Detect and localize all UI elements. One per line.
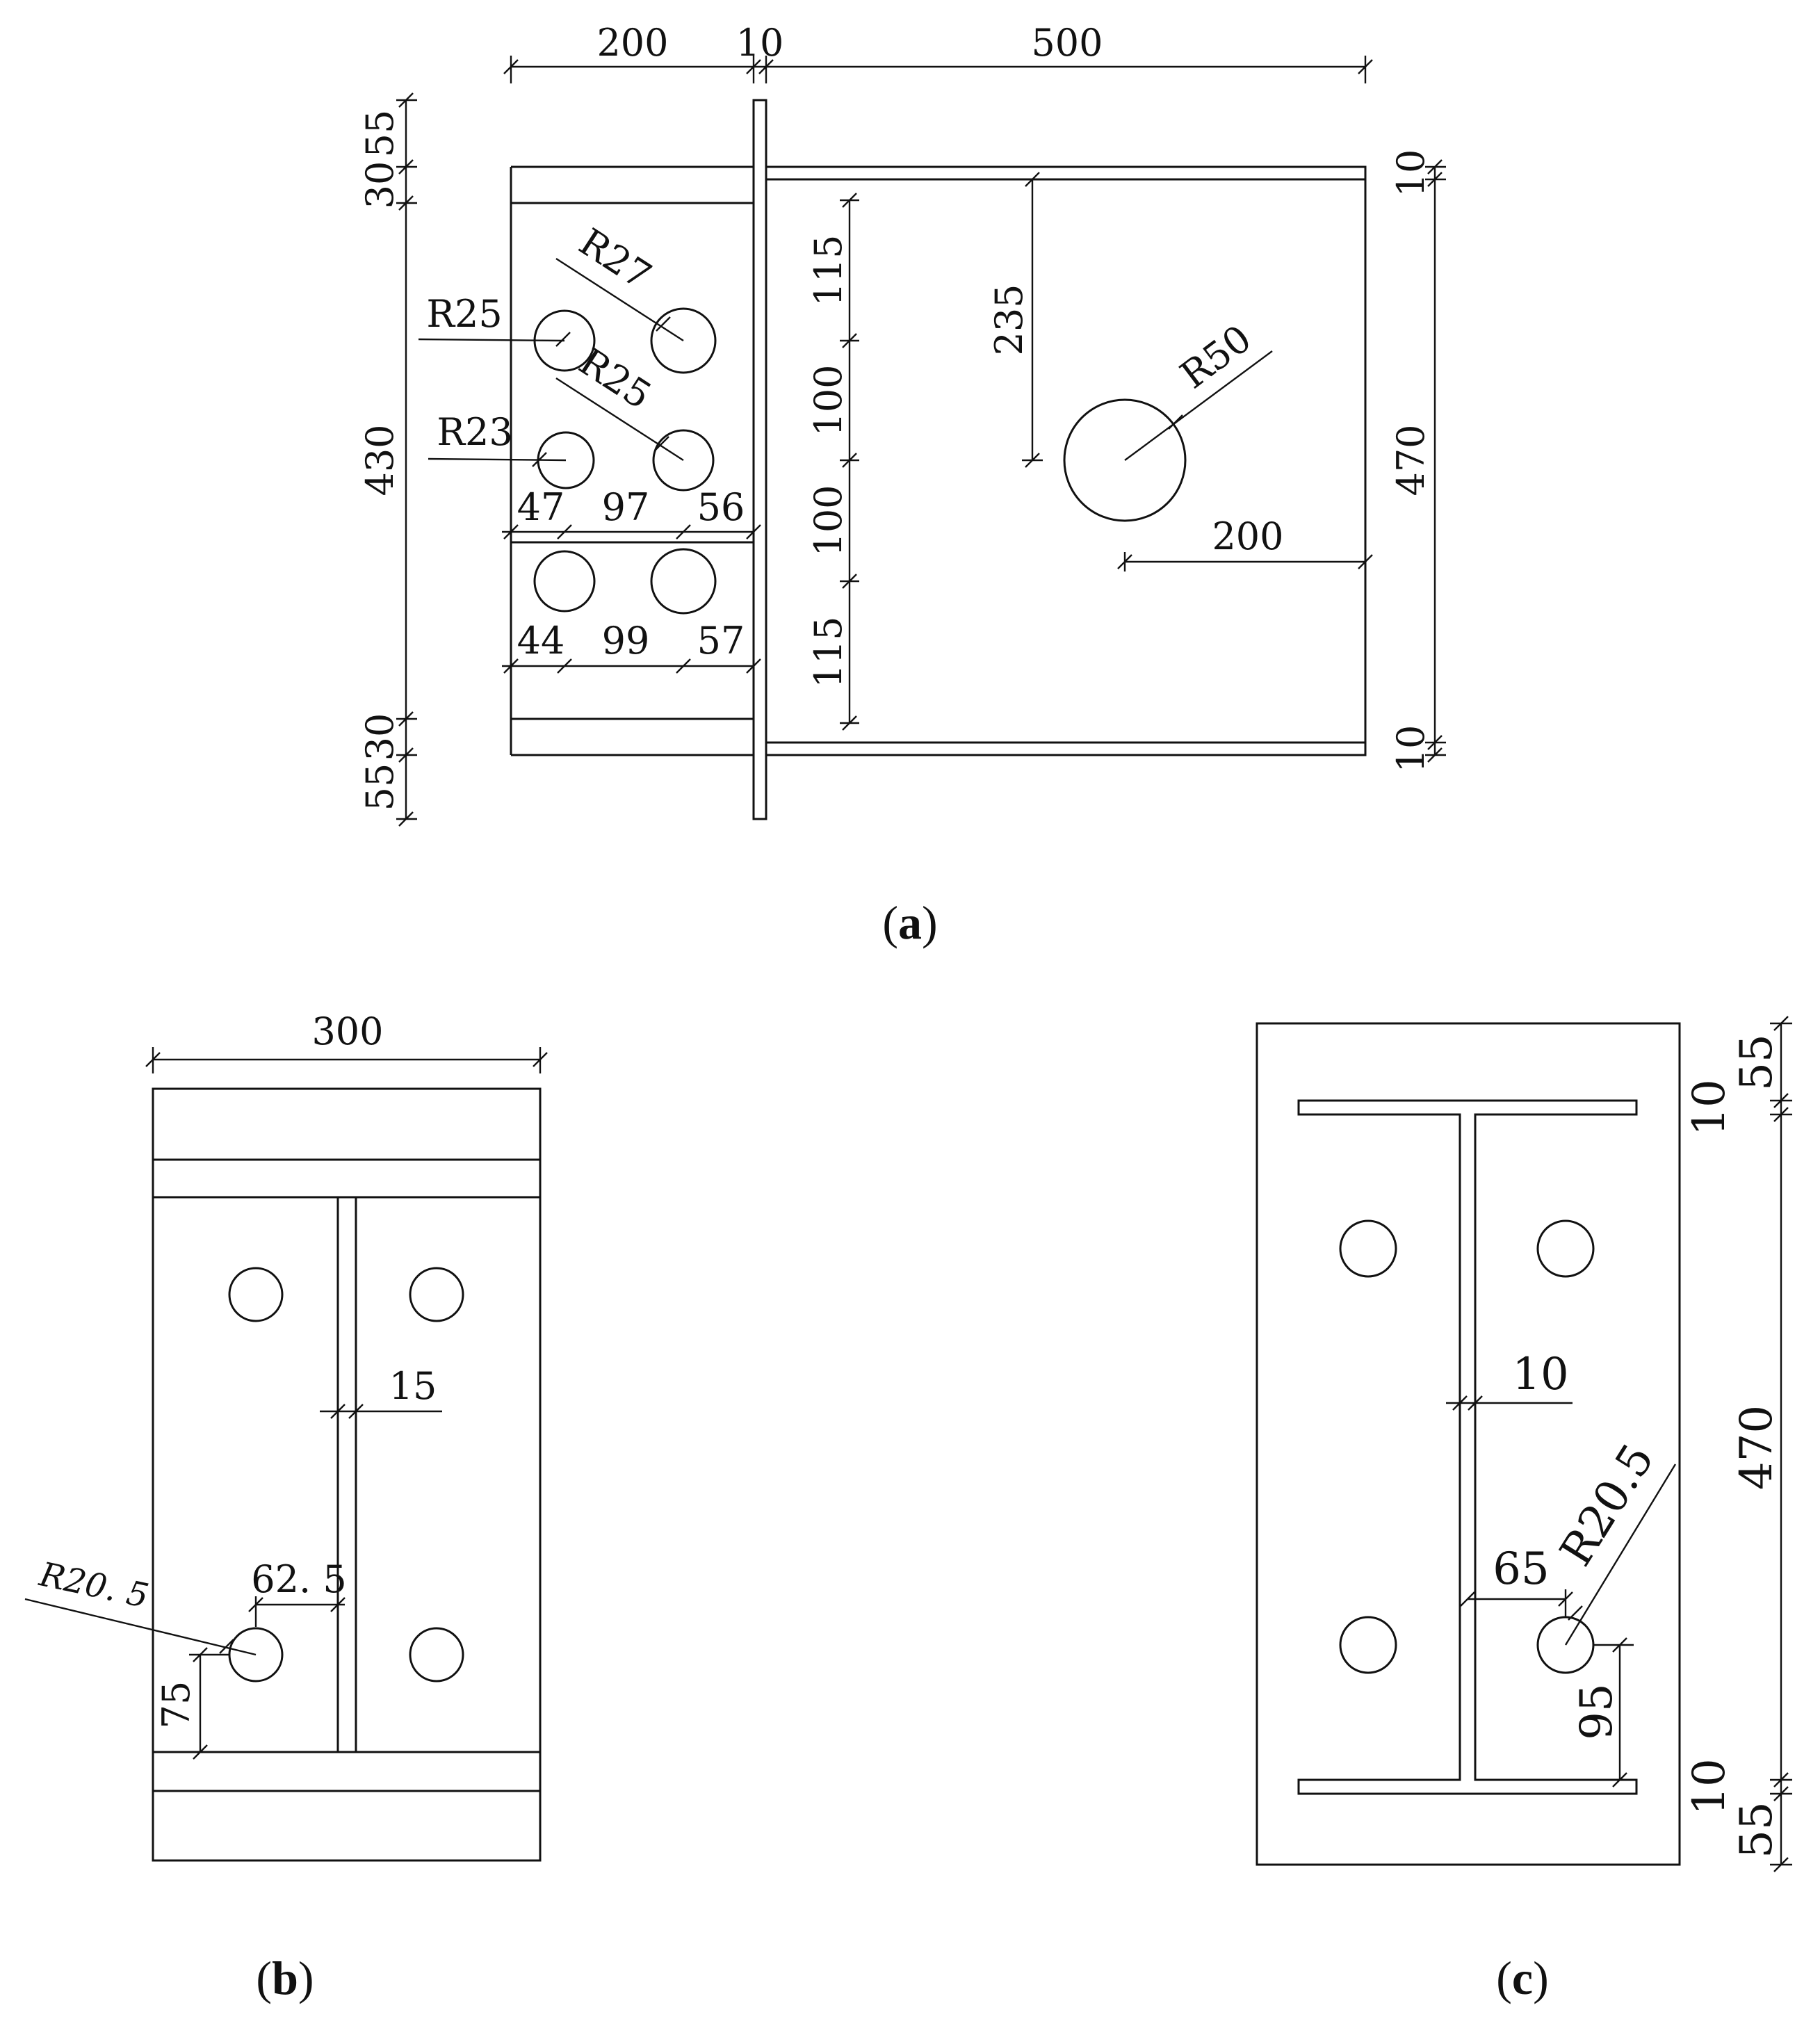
web-dimension: 115 100 100 115 — [806, 193, 859, 731]
web-opening — [1063, 398, 1187, 522]
dim-text: 430 — [358, 424, 402, 496]
dim-text: 65 — [1493, 1543, 1549, 1595]
end-plate — [752, 99, 767, 820]
dim-text: 100 — [806, 364, 850, 436]
hole-label: R27 — [571, 220, 659, 298]
caption-b: (b) — [256, 1952, 314, 2004]
bolt-hole — [650, 307, 717, 374]
hole-label: R20.5 — [1550, 1435, 1664, 1575]
figure-a: 200 10 500 55 30 430 30 55 — [358, 21, 1446, 949]
hole-label: R20. 5 — [35, 1555, 152, 1616]
hole-leaders: R25 R27 R23 R25 — [418, 220, 684, 467]
dim-text: 57 — [697, 619, 745, 663]
dim-text: 200 — [1212, 514, 1283, 558]
i-section — [1297, 1099, 1638, 1795]
web-thickness-dimension: 10 — [1446, 1349, 1573, 1411]
bolt-holes — [533, 307, 717, 615]
end-plate-outline — [1256, 1022, 1681, 1866]
dim-text: 44 — [517, 619, 565, 663]
dim-text: 55 — [1731, 1801, 1782, 1858]
edge-dimension: 95 — [1571, 1637, 1634, 1787]
figure-c: 55 10 470 10 55 10 65 R20.5 — [1256, 1016, 1792, 2004]
dim-text: 55 — [358, 763, 402, 811]
dim-text: 10 — [1684, 1079, 1735, 1135]
dim-text: 95 — [1571, 1683, 1623, 1740]
hole-label: R23 — [437, 410, 512, 454]
end-plate-view — [152, 1087, 542, 1862]
dim-text: 500 — [1031, 21, 1103, 65]
dim-text: 99 — [602, 619, 650, 663]
dim-text: 10 — [1389, 149, 1433, 197]
row-dimension-2: 44 99 57 — [502, 619, 761, 674]
bolt-hole — [650, 548, 717, 615]
hole-leader: R20.5 — [1550, 1435, 1677, 1646]
dim-text: 15 — [389, 1364, 437, 1408]
dim-text: 97 — [602, 485, 650, 529]
dim-text: 100 — [806, 485, 850, 556]
edge-dimension: 75 — [154, 1647, 229, 1760]
dim-text: 75 — [154, 1681, 198, 1729]
bolt-hole — [1339, 1219, 1397, 1278]
dim-text: 470 — [1389, 424, 1433, 496]
hole-offset-dimension: 62. 5 — [248, 1557, 347, 1627]
left-stub — [510, 165, 754, 756]
row-dimension-1: 47 97 56 — [502, 485, 761, 540]
big-hole-dimension: R50 235 200 — [987, 172, 1373, 571]
dim-text: 115 — [806, 616, 850, 688]
bolt-hole — [533, 550, 596, 613]
dim-text: 10 — [736, 21, 784, 65]
bolt-holes — [1339, 1219, 1595, 1674]
dim-text: 10 — [1512, 1349, 1568, 1400]
bolt-hole — [1339, 1616, 1397, 1674]
bolt-hole — [228, 1267, 284, 1322]
dim-text: 47 — [517, 485, 565, 529]
hole-label: R25 — [426, 292, 502, 336]
bolt-holes — [228, 1267, 464, 1682]
bolt-hole — [1536, 1219, 1595, 1278]
right-dimension: 55 10 470 10 55 — [1684, 1016, 1792, 1872]
hole-label: R50 — [1172, 316, 1259, 397]
dim-text: 470 — [1731, 1405, 1782, 1490]
caption-c: (c) — [1496, 1952, 1549, 2004]
dim-text: 235 — [987, 284, 1031, 355]
dim-text: 200 — [596, 21, 668, 65]
hole-label: R25 — [571, 339, 659, 417]
left-dimension: 55 30 430 30 55 — [358, 92, 417, 827]
dim-text: 55 — [1731, 1034, 1782, 1090]
dim-text: 10 — [1389, 725, 1433, 773]
hole-offset-dimension: 65 — [1460, 1543, 1573, 1617]
dim-text: 30 — [358, 713, 402, 761]
bolt-hole — [409, 1267, 464, 1322]
dim-text: 55 — [358, 110, 402, 158]
bolt-hole — [409, 1627, 464, 1682]
caption-a: (a) — [882, 896, 937, 949]
dim-text: 62. 5 — [251, 1557, 346, 1601]
bolt-hole — [652, 429, 715, 492]
dim-text: 115 — [806, 234, 850, 306]
width-dimension: 300 — [145, 1010, 548, 1073]
web-thickness-dimension: 15 — [320, 1364, 442, 1419]
top-dimension: 200 10 500 — [503, 21, 1373, 83]
right-dimension: 10 470 10 — [1389, 149, 1446, 773]
dim-text: 300 — [311, 1010, 383, 1053]
dim-text: 10 — [1684, 1758, 1735, 1815]
figure-b: 300 15 R20. 5 62. 5 75 ( — [24, 1010, 548, 2004]
dim-text: 30 — [358, 161, 402, 209]
hole-leader: R20. 5 — [24, 1555, 257, 1656]
beam-section — [765, 165, 1367, 756]
dim-text: 56 — [697, 485, 745, 529]
